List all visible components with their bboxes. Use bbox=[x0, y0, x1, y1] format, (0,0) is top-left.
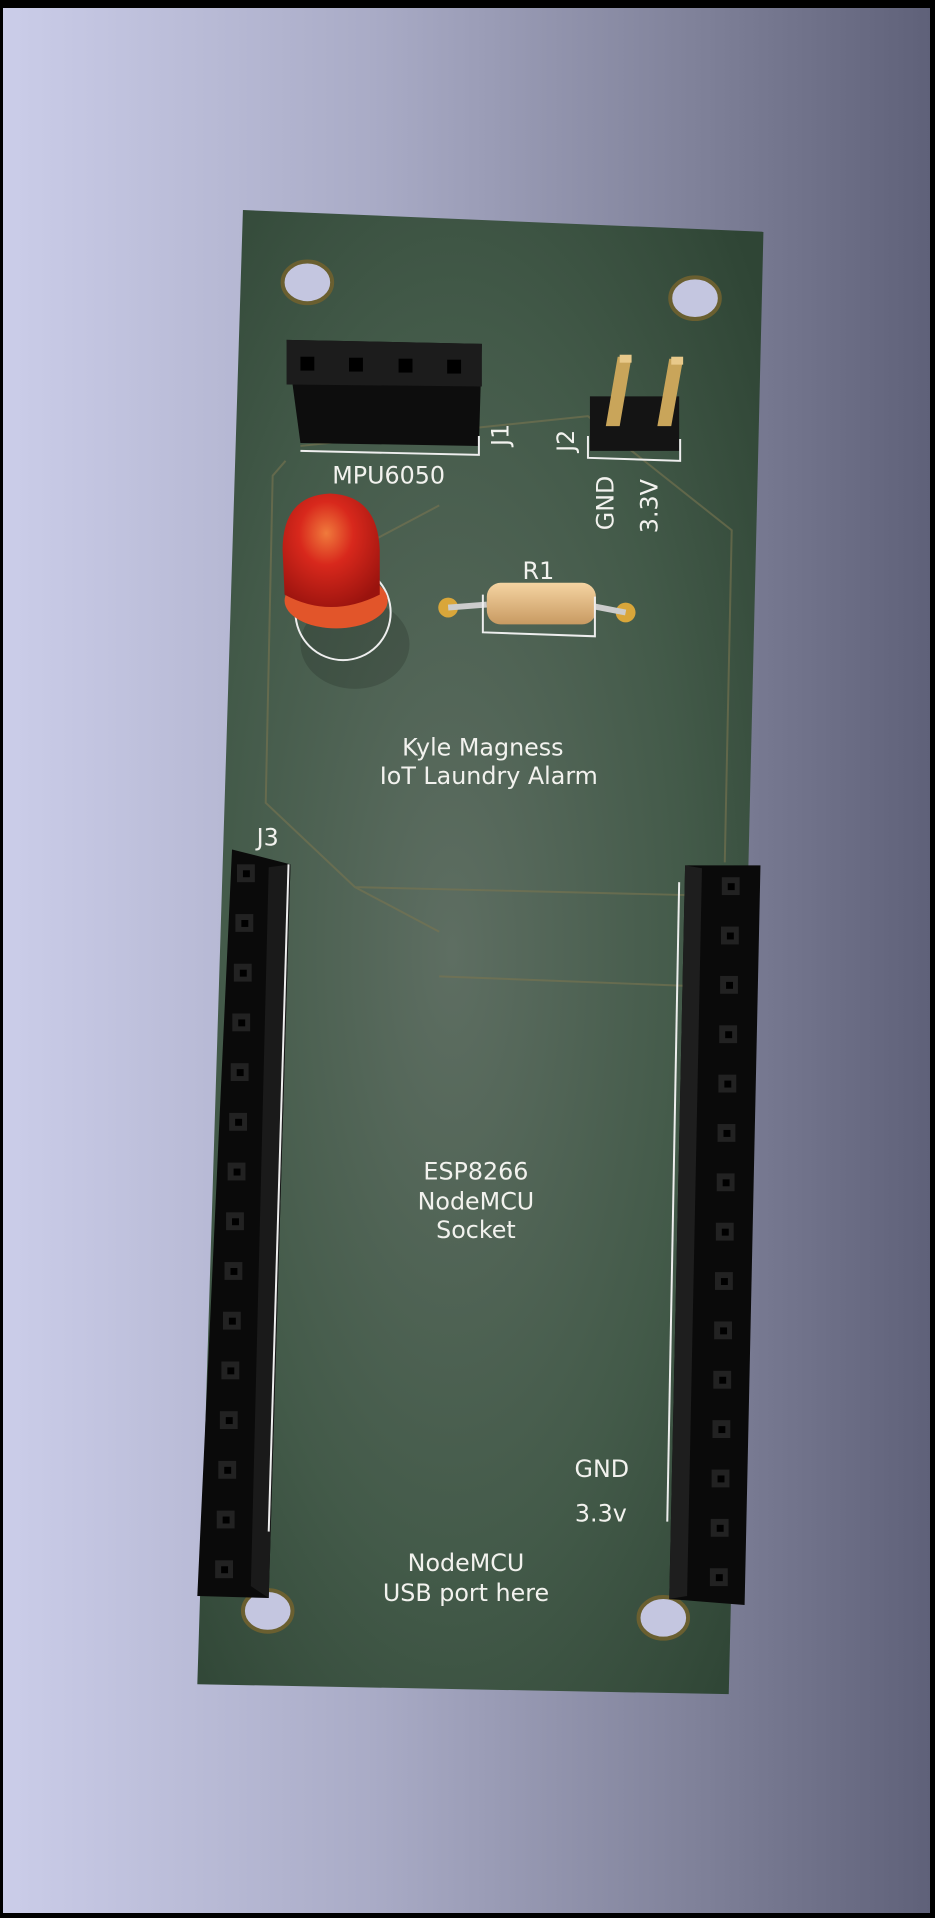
j2-3v3-label: 3.3V bbox=[635, 478, 663, 533]
socket-pin-contact bbox=[723, 1129, 731, 1137]
socket-pin-contact bbox=[222, 1516, 230, 1524]
mounting-hole bbox=[668, 275, 722, 322]
j1-ref-label: J1 bbox=[487, 424, 515, 448]
resistor-r1 bbox=[438, 582, 636, 638]
socket-label-line1: ESP8266 bbox=[423, 1158, 528, 1186]
socket-label-line3: Socket bbox=[436, 1216, 516, 1244]
socket-pin-contact bbox=[224, 1466, 232, 1474]
j1-header bbox=[286, 339, 482, 456]
pcb-render: J1 MPU6050 J2 GND 3.3V R1 Kyle Magness I… bbox=[197, 209, 764, 1695]
socket-pin-contact bbox=[720, 1327, 728, 1335]
socket-pin-contact bbox=[724, 1080, 732, 1088]
j1-mpu6050-label: MPU6050 bbox=[332, 462, 445, 490]
socket-gnd-label: GND bbox=[575, 1455, 630, 1483]
socket-pin-contact bbox=[242, 870, 250, 878]
socket-pin-contact bbox=[717, 1475, 725, 1483]
socket-label-line2: NodeMCU bbox=[418, 1187, 535, 1215]
j3-ref-label: J3 bbox=[255, 823, 279, 851]
socket-pin-contact bbox=[241, 919, 249, 927]
socket-pin-contact bbox=[236, 1069, 244, 1077]
socket-pin-contact bbox=[727, 883, 735, 891]
right-socket-strip bbox=[666, 865, 761, 1605]
socket-pin-contact bbox=[221, 1566, 229, 1574]
socket-pin-contact bbox=[720, 1278, 728, 1285]
render-viewport: J1 MPU6050 J2 GND 3.3V R1 Kyle Magness I… bbox=[3, 8, 930, 1913]
socket-pin-contact bbox=[715, 1574, 723, 1582]
usb-note-line1: NodeMCU bbox=[408, 1549, 525, 1577]
socket-pin-contact bbox=[718, 1426, 726, 1434]
socket-pin-contact bbox=[722, 1179, 730, 1187]
mounting-hole bbox=[636, 1595, 691, 1641]
r1-ref-label: R1 bbox=[523, 557, 555, 585]
socket-pin-contact bbox=[230, 1267, 238, 1275]
socket-pin-contact bbox=[725, 1031, 733, 1039]
socket-pin-contact bbox=[716, 1524, 724, 1532]
usb-note-line2: USB port here bbox=[383, 1579, 549, 1607]
socket-pin-contact bbox=[227, 1367, 235, 1375]
j2-gnd-label: GND bbox=[592, 476, 620, 531]
board-title-line1: Kyle Magness bbox=[402, 733, 563, 761]
socket-pin-contact bbox=[235, 1118, 243, 1126]
mounting-hole bbox=[280, 259, 335, 306]
socket-pin-contact bbox=[232, 1218, 239, 1226]
j2-pin-header bbox=[586, 354, 684, 462]
socket-pin-contact bbox=[225, 1417, 233, 1425]
j2-ref-label: J2 bbox=[552, 430, 580, 454]
left-socket-strip bbox=[197, 849, 291, 1598]
mounting-holes bbox=[240, 259, 722, 1641]
socket-pin-contact bbox=[228, 1317, 236, 1325]
socket-pin-contact bbox=[238, 1019, 246, 1027]
copper-traces bbox=[264, 415, 733, 988]
board-title-line2: IoT Laundry Alarm bbox=[380, 762, 598, 790]
socket-pin-contact bbox=[233, 1168, 241, 1176]
socket-pin-contact bbox=[726, 981, 733, 989]
socket-3v3-label: 3.3v bbox=[575, 1500, 627, 1528]
socket-pin-contact bbox=[721, 1228, 729, 1236]
red-led bbox=[282, 493, 410, 689]
socket-pin-contact bbox=[719, 1376, 727, 1384]
socket-pin-contact bbox=[239, 969, 247, 977]
socket-pin-contact bbox=[726, 932, 734, 940]
